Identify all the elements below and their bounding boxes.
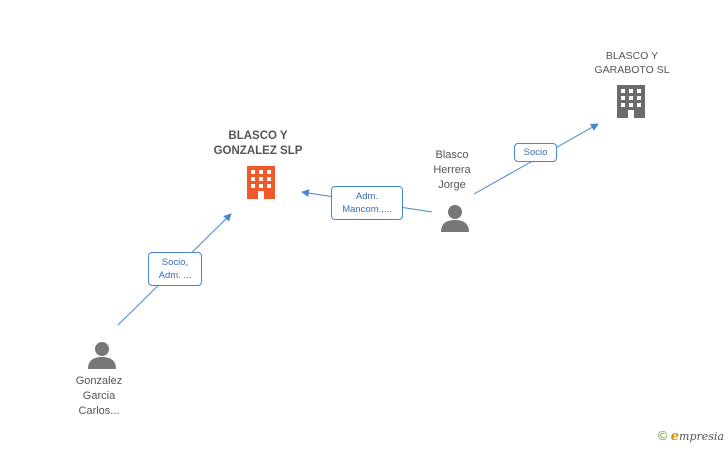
person-icon xyxy=(88,342,116,369)
other-company-label: BLASCO Y GARABOTO SL xyxy=(594,50,670,76)
person-blasco-label: Blasco Herrera Jorge xyxy=(433,149,471,191)
copyright-symbol: © xyxy=(657,428,668,443)
brand-logo: empresia xyxy=(670,429,724,444)
building-icon xyxy=(617,85,645,118)
edge-label-blasco-to-main[interactable]: Adm. Mancom.,... xyxy=(331,186,403,220)
edge-label-gonzalez-to-main[interactable]: Socio, Adm. ... xyxy=(148,252,202,286)
brand-footer: © empresia xyxy=(658,428,724,444)
person-icon xyxy=(441,205,469,232)
building-icon xyxy=(247,166,275,199)
main-company-label: BLASCO Y GONZALEZ SLP xyxy=(213,130,303,157)
edge-label-blasco-to-other[interactable]: Socio xyxy=(514,143,557,162)
person-gonzalez-label: Gonzalez Garcia Carlos... xyxy=(75,375,123,417)
